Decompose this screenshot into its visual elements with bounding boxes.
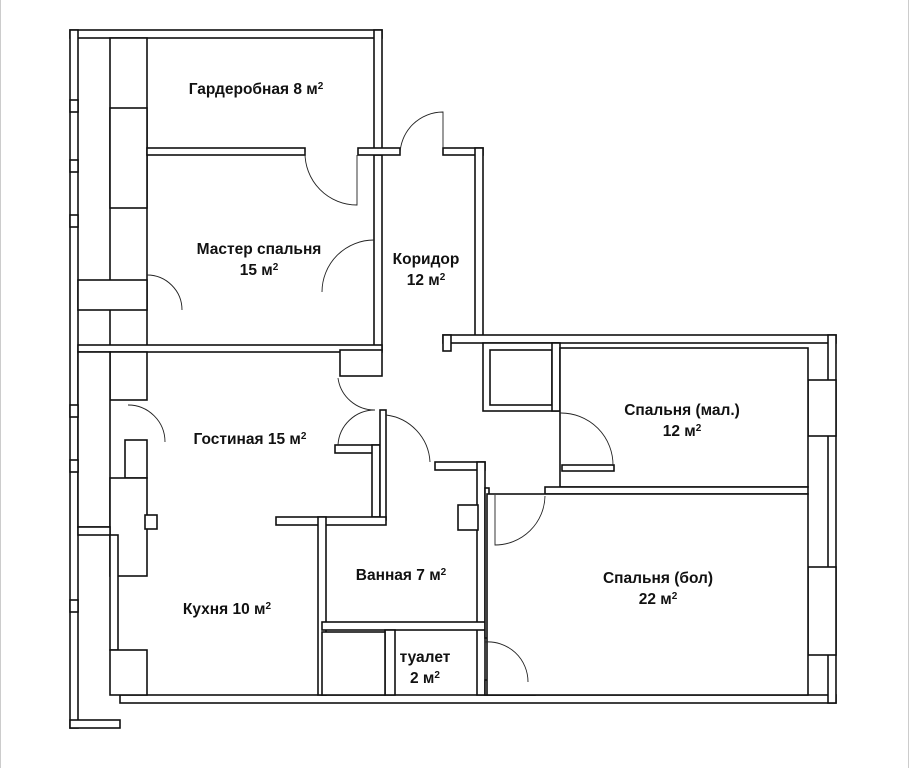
room-label-bathroom: Ванная 7 м2 [355,567,447,584]
room-label-wardrobe: Гардеробная 8 м2 [188,81,324,98]
room-label-living-room: Гостиная 15 м2 [193,431,307,448]
room-label-large-bedroom: Спальня (бол)22 м2 [602,570,714,608]
room-label-kitchen: Кухня 10 м2 [182,601,272,618]
walls [69,29,837,729]
doors [127,111,614,683]
room-label-small-bedroom: Спальня (мал.)12 м2 [624,402,740,440]
